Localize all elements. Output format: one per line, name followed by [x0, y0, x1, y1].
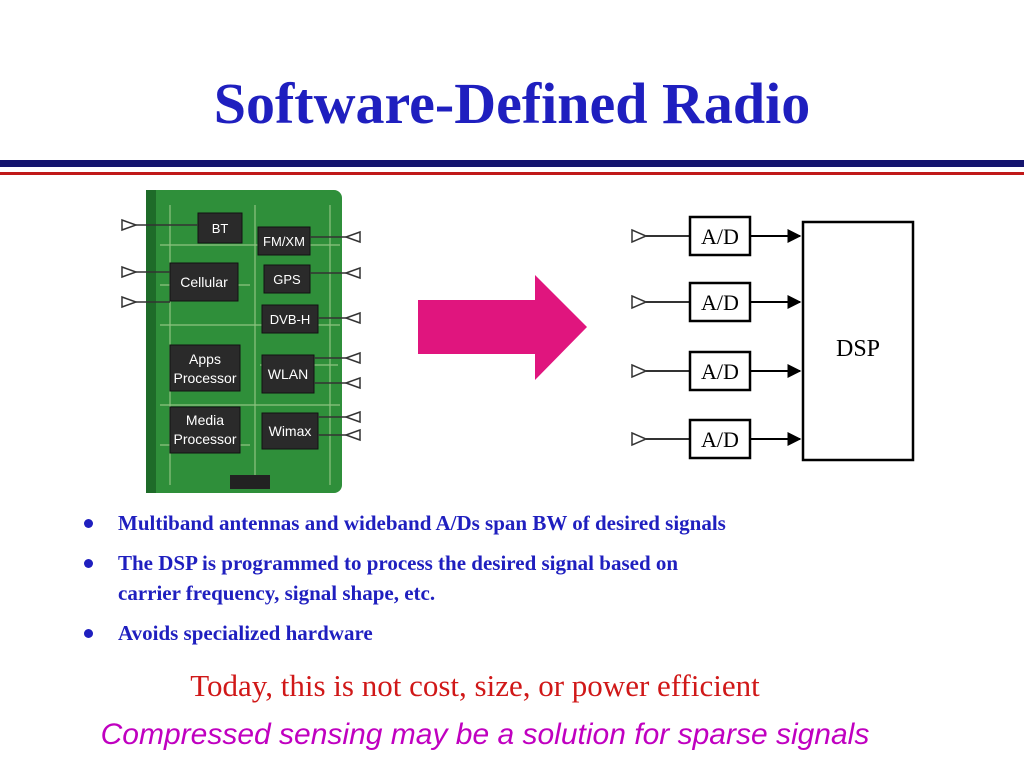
adc-box	[688, 215, 752, 257]
chip-dvb-h: DVB-H	[261, 304, 319, 334]
bullet-item: The DSP is programmed to process the des…	[84, 548, 984, 608]
chip-fm-xm: FM/XM	[257, 226, 311, 256]
chip-gps: GPS	[263, 264, 311, 294]
dsp-box	[801, 220, 915, 462]
chip-bt: BT	[197, 212, 243, 244]
chip-wimax: Wimax	[261, 412, 319, 450]
bullet-item: Avoids specialized hardware	[84, 618, 984, 648]
chip-label-processor-2: Processor	[173, 431, 236, 447]
bullet-text: The DSP is programmed to process the des…	[118, 551, 679, 575]
bullet-text: Avoids specialized hardware	[118, 621, 373, 645]
chip-label-bt: BT	[212, 221, 229, 236]
title-rule-navy	[0, 160, 1024, 167]
chip-label-processor: Processor	[173, 370, 236, 386]
antenna-leads-left	[121, 218, 198, 309]
antenna-input-icon	[631, 363, 648, 379]
adc-box	[688, 350, 752, 392]
chip-label-gps: GPS	[273, 272, 301, 287]
antenna-leads-right	[310, 230, 361, 442]
board-edge-left	[146, 190, 156, 493]
chip-label-wlan: WLAN	[268, 366, 308, 382]
dsp-label: DSP	[836, 336, 880, 362]
chip-label-media: Media	[186, 412, 224, 428]
antenna-input-icon	[631, 294, 648, 310]
chip-apps-processor: Apps Processor	[169, 344, 241, 392]
transition-arrow	[418, 275, 587, 380]
bullet-item: Multiband antennas and wideband A/Ds spa…	[84, 508, 984, 538]
bullet-dot	[84, 629, 93, 638]
adc-label: A/D	[701, 224, 739, 249]
chip-label-wimax: Wimax	[269, 423, 312, 439]
chip-label-cellular: Cellular	[180, 274, 228, 290]
compressed-sensing-note: Compressed sensing may be a solution for…	[100, 718, 870, 751]
adc-label: A/D	[701, 359, 739, 384]
antenna-input-icon	[631, 228, 648, 244]
adc-box	[688, 418, 752, 460]
page-title: Software-Defined Radio	[213, 71, 811, 136]
chip-label-fm-xm: FM/XM	[263, 234, 305, 249]
arrow-shape	[418, 275, 587, 380]
bullet-text-continued: carrier frequency, signal shape, etc.	[118, 581, 436, 605]
bullet-dot	[84, 559, 93, 568]
circuit-board-illustration: BT FM/XM Cellular GPS DVB-H Apps Process…	[121, 190, 361, 493]
chip-cellular: Cellular	[169, 262, 239, 302]
adc-label: A/D	[701, 290, 739, 315]
chip-media-processor: Media Processor	[169, 406, 241, 454]
chip-label-dvb-h: DVB-H	[270, 312, 310, 327]
chip-label-apps: Apps	[189, 351, 221, 367]
antenna-input-icon	[631, 431, 648, 447]
bullet-text: Multiband antennas and wideband A/Ds spa…	[118, 511, 726, 535]
board-connector	[230, 475, 270, 489]
title-rule-red	[0, 172, 1024, 175]
bullet-dot	[84, 519, 93, 528]
adc-dsp-diagram: DSP A/D A/D A/D A/D	[631, 215, 915, 462]
bullet-list: Multiband antennas and wideband A/Ds spa…	[84, 508, 984, 658]
cost-note: Today, this is not cost, size, or power …	[190, 668, 760, 703]
chip-wlan: WLAN	[261, 354, 315, 394]
adc-label: A/D	[701, 427, 739, 452]
